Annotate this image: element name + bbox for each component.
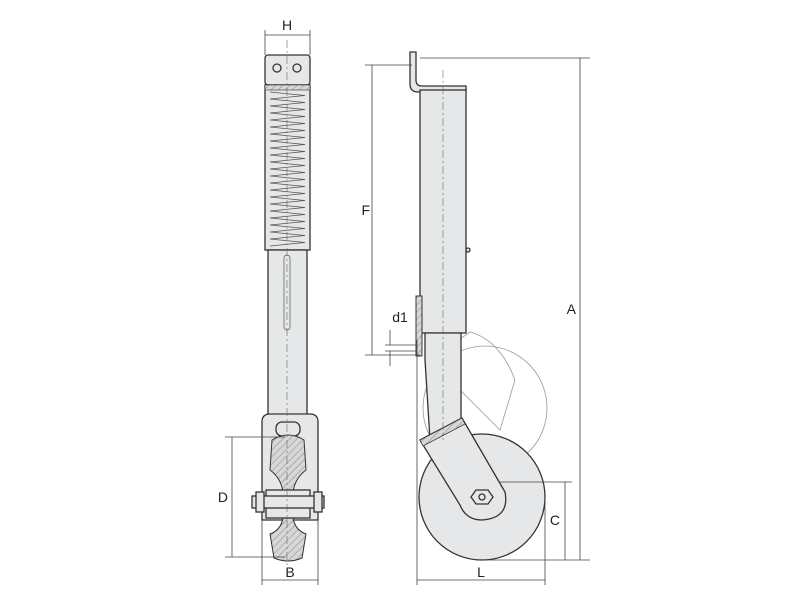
dim-label-l: L bbox=[477, 564, 485, 580]
mounting-plate bbox=[264, 54, 311, 86]
bracket-slot bbox=[275, 421, 301, 437]
dim-label-c: C bbox=[550, 512, 560, 528]
dim-label-h: H bbox=[282, 17, 292, 33]
axle-nut bbox=[313, 491, 323, 513]
spring bbox=[269, 91, 306, 247]
side-view bbox=[409, 51, 548, 561]
dimension-lines bbox=[225, 30, 590, 585]
inner-shaft bbox=[267, 249, 308, 416]
top-tab bbox=[409, 51, 467, 93]
clamp-plate bbox=[415, 295, 423, 357]
mounting-hole bbox=[272, 63, 282, 73]
axle bbox=[251, 495, 325, 509]
dim-label-a: A bbox=[567, 301, 577, 317]
axle-nut bbox=[255, 491, 265, 513]
wheel-section-lower bbox=[269, 517, 307, 562]
dim-label-f: F bbox=[361, 202, 370, 218]
front-view bbox=[251, 40, 325, 570]
dim-label-d1: d1 bbox=[392, 309, 408, 325]
mounting-hole bbox=[292, 63, 302, 73]
wheel-section-upper bbox=[269, 434, 307, 493]
dim-label-d: D bbox=[218, 489, 228, 505]
dim-label-b: B bbox=[285, 564, 294, 580]
